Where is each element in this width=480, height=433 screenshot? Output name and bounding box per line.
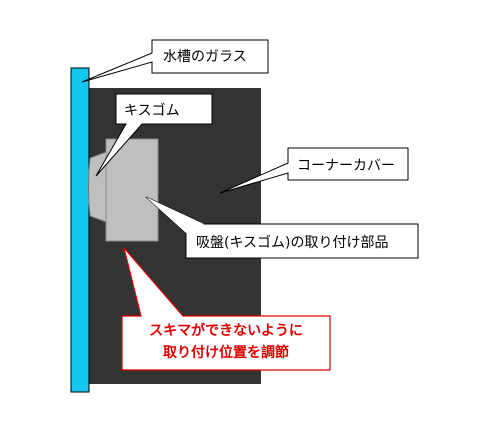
mount-part-label: 吸盤(キスゴム)の取り付け部品 — [196, 235, 389, 251]
aquarium-glass — [70, 67, 90, 393]
adjust-note-line1: スキマができないように — [149, 323, 303, 339]
callout-glass-bubble — [81, 39, 269, 83]
mount-part-block — [105, 138, 159, 242]
callout-suction-bubble — [95, 93, 213, 177]
glass-label: 水槽のガラス — [163, 49, 247, 65]
adjust-note: スキマができないように 取り付け位置を調節 — [124, 320, 328, 364]
callout-cover-bubble — [219, 147, 409, 194]
corner-cover-label: コーナーカバー — [297, 158, 395, 174]
suction-cup-label: キスゴム — [124, 103, 180, 119]
callout-note-bubble — [121, 247, 331, 371]
adjust-note-line2: 取り付け位置を調節 — [163, 345, 289, 361]
